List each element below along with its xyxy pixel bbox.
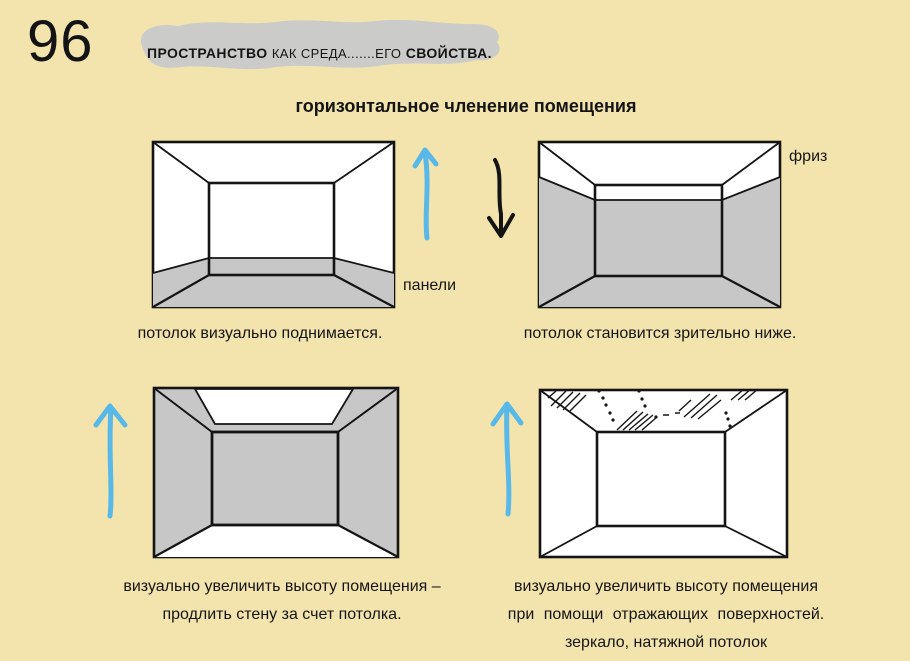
caption-top-left: потолок визуально поднимается.: [137, 325, 383, 342]
room-diagram-mirror-ceiling: [538, 388, 789, 559]
walls-below-frieze-area: [539, 177, 780, 307]
header-highlight-scribble: [140, 19, 500, 70]
caption-line: зеркало, натяжной потолок: [564, 634, 768, 651]
caption-line: при помощи отражающих поверхностей.: [507, 606, 825, 623]
caption-bottom-right: визуально увеличить высоту помещения при…: [498, 573, 834, 657]
floor-edge-right: [721, 275, 781, 308]
floor-edge-left: [539, 525, 598, 558]
ceiling-edge-right: [721, 141, 781, 186]
room-diagram-frieze: [537, 140, 782, 309]
floor-edge-left: [152, 274, 210, 308]
back-wall: [595, 430, 727, 528]
header-text: ПРОСТРАНСТВО КАК СРЕДА.......ЕГО СВОЙСТВ…: [147, 45, 492, 61]
label-frieze: фриз: [789, 148, 828, 165]
floor-edge-right: [724, 525, 788, 558]
caption-bottom-left: визуально увеличить высоту помещения – п…: [114, 573, 450, 629]
back-wall: [210, 430, 340, 527]
ceiling-edge-right: [337, 387, 399, 433]
blue-up-arrow-icon: [490, 401, 524, 517]
floor-edge-left: [153, 524, 213, 558]
ceiling-edge-left: [538, 141, 596, 186]
room-diagram-extended-wall: [152, 386, 400, 559]
floor-edge-left: [538, 275, 596, 308]
black-down-arrow-icon: [487, 158, 515, 238]
floor-edge-right: [337, 524, 399, 558]
caption-line: визуально увеличить высоту помещения –: [123, 578, 441, 595]
back-wall: [207, 181, 336, 277]
page-number: 96: [27, 9, 94, 74]
back-wall: [593, 183, 724, 278]
ceiling-edge-right: [724, 389, 788, 433]
caption-line: визуально увеличить высоту помещения: [514, 578, 818, 595]
header-part-bold1: ПРОСТРАНСТВО: [147, 45, 268, 61]
blue-up-arrow-icon: [412, 147, 439, 241]
ceiling-edge-right: [333, 141, 395, 184]
header-part-bold2: СВОЙСТВА.: [405, 45, 492, 61]
mirror-hatching: [547, 388, 759, 431]
frieze-bottom-line: [538, 176, 781, 201]
header-part-regular: КАК СРЕДА.......ЕГО: [271, 46, 402, 61]
ceiling-edge-left: [152, 141, 210, 184]
label-panels: панели: [403, 277, 457, 294]
caption-top-right: потолок становится зрительно ниже.: [523, 325, 797, 342]
blue-up-arrow-icon: [93, 403, 128, 519]
panel-top-line: [152, 257, 395, 274]
caption-line: продлить стену за счет потолка.: [162, 606, 402, 623]
white-ceiling-center: [193, 388, 355, 425]
page-title: горизонтальное членение помещения: [295, 96, 637, 116]
ceiling-edge-left: [153, 387, 213, 433]
panels-and-floor-area: [153, 258, 394, 307]
floor-edge-right: [333, 274, 395, 308]
room-diagram-panels: [151, 140, 396, 309]
floor-area: [154, 525, 398, 557]
